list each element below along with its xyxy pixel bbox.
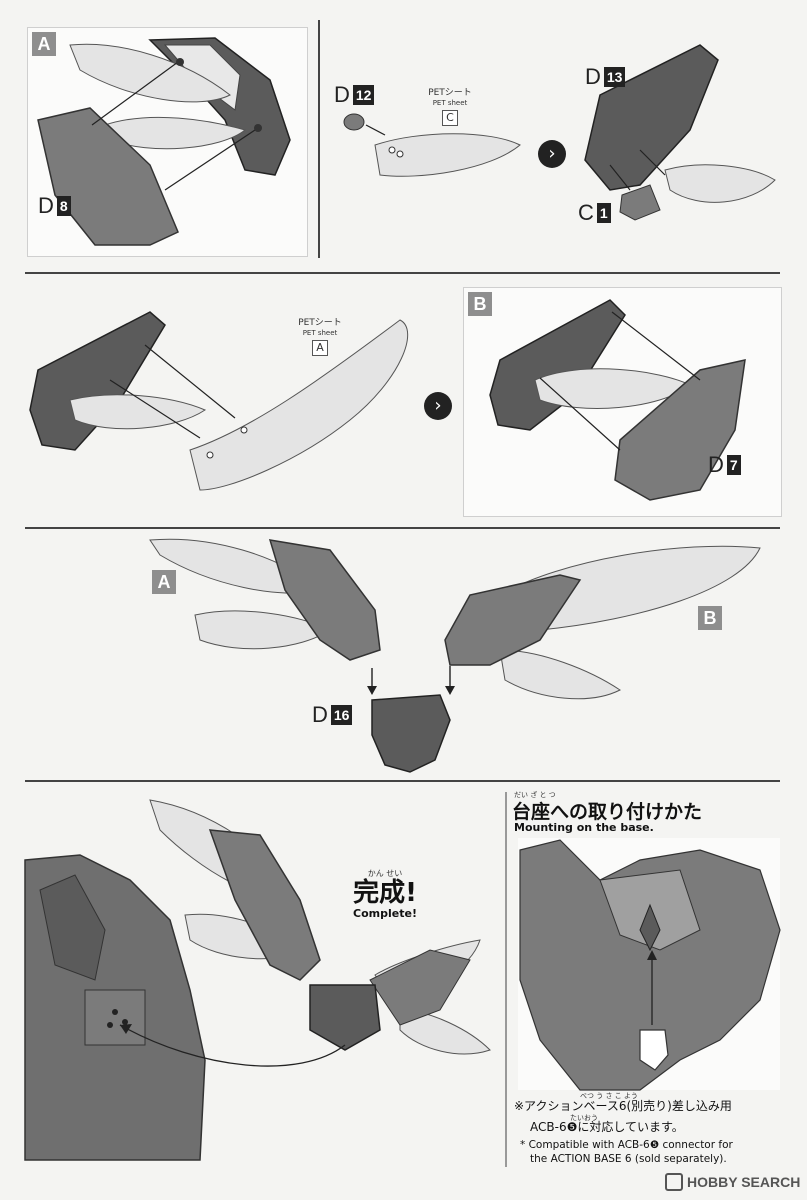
next-arrow-icon: ›	[424, 392, 452, 420]
logo-icon	[665, 1173, 683, 1191]
divider	[25, 780, 780, 782]
tag-b: B	[468, 292, 492, 316]
mounting-note-en-2: the ACTION BASE 6 (sold separately).	[530, 1153, 727, 1165]
divider	[25, 527, 780, 529]
note-ruby: べつ う さ こ よう	[580, 1092, 638, 1100]
tag-a: A	[152, 570, 176, 594]
mounting-subtitle: Mounting on the base.	[514, 821, 654, 834]
mounting-note-en: * Compatible with ACB-6❺ connector for	[520, 1139, 733, 1151]
mounting-ruby: だい ざ と つ	[514, 791, 556, 799]
mounting-title: 台座への取り付けかた	[512, 801, 703, 823]
divider	[25, 272, 780, 274]
note-ruby: たいおう	[570, 1114, 598, 1122]
pet-sheet-label-a: PETシート PET sheet A	[298, 318, 342, 356]
tag-b: B	[698, 606, 722, 630]
divider	[505, 792, 507, 1167]
tag-a: A	[32, 32, 56, 56]
pet-sheet-label-c: PETシート PET sheet C	[428, 88, 472, 126]
mounting-note-jp: ※アクションベース6(別売り)差し込み用	[514, 1099, 732, 1113]
mounting-note-jp-2: ACB-6❺に対応しています。	[530, 1120, 684, 1134]
watermark: HOBBY SEARCH	[665, 1173, 800, 1191]
next-arrow-icon: ›	[538, 140, 566, 168]
complete-badge: かん せい 完成! Complete!	[353, 869, 417, 920]
divider	[318, 20, 320, 258]
